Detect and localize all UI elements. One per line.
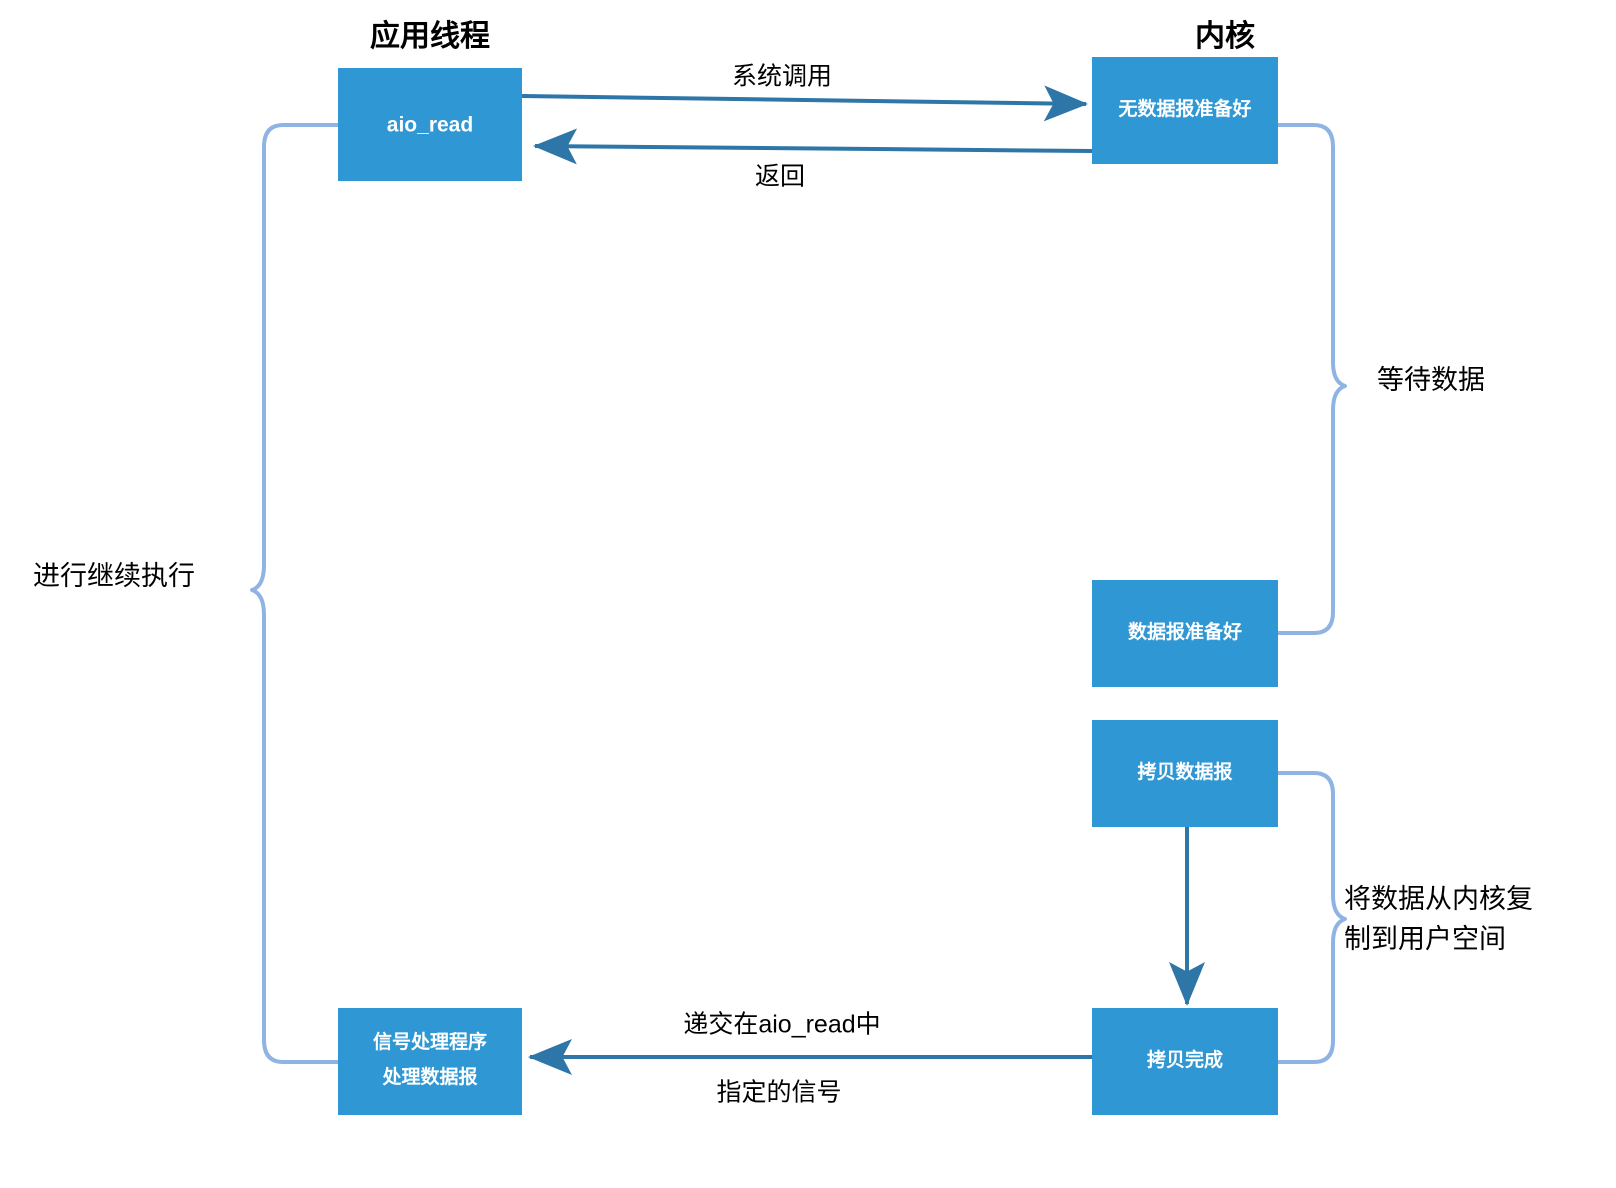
annotation-copy-to-user-line2: 制到用户空间 — [1344, 924, 1506, 954]
annotation-wait-data: 等待数据 — [1377, 365, 1485, 395]
edge-label-syscall: 系统调用 — [732, 63, 832, 91]
box-copy-datagram-rect — [1092, 720, 1278, 827]
brace-copy-to-user — [1276, 771, 1347, 1064]
box-data-ready-label: 数据报准备好 — [1128, 620, 1242, 643]
annotation-continue-exec: 进行继续执行 — [33, 561, 195, 591]
box-signal-handler-rect — [338, 1008, 522, 1115]
box-copy-datagram-label: 拷贝数据报 — [1137, 760, 1232, 783]
box-copy-done-label: 拷贝完成 — [1147, 1048, 1223, 1071]
box-signal-handler-label-line2: 处理数据报 — [381, 1065, 477, 1088]
edge-label-signal-line2: 指定的信号 — [716, 1079, 841, 1107]
box-copy-done-rect — [1092, 1008, 1278, 1115]
box-no-data-ready-rect — [1092, 57, 1278, 164]
arrow-syscall — [521, 85, 1088, 122]
box-no-data-ready[interactable]: 无数据报准备好 — [1092, 57, 1278, 164]
box-no-data-ready-label: 无数据报准备好 — [1118, 97, 1251, 120]
box-signal-handler-label-line1: 信号处理程序 — [373, 1030, 487, 1053]
box-aio-read[interactable]: aio_read — [338, 68, 522, 181]
box-data-ready-rect — [1092, 580, 1278, 687]
box-aio-read-rect — [338, 68, 522, 181]
box-copy-datagram[interactable]: 拷贝数据报 — [1092, 720, 1278, 827]
edge-label-signal-line1: 递交在aio_read中 — [683, 1011, 880, 1039]
brace-continue-exec — [250, 123, 342, 1064]
box-signal-handler[interactable]: 信号处理程序 处理数据报 — [338, 1008, 522, 1115]
box-aio-read-label: aio_read — [387, 114, 473, 137]
annotation-copy-to-user-line1: 将数据从内核复 — [1344, 884, 1533, 914]
brace-wait-data — [1276, 123, 1347, 635]
arrow-return — [533, 128, 1093, 165]
column-title-kernel: 内核 — [1195, 20, 1255, 53]
column-title-app: 应用线程 — [370, 19, 490, 53]
edge-label-return: 返回 — [755, 163, 805, 191]
box-data-ready[interactable]: 数据报准备好 — [1092, 580, 1278, 687]
box-copy-done[interactable]: 拷贝完成 — [1092, 1008, 1278, 1115]
